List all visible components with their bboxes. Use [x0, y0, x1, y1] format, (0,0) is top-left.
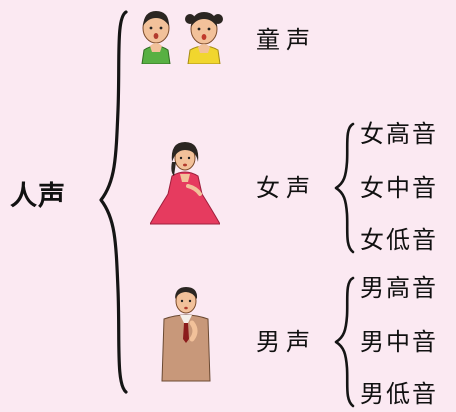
male-singer-icon — [161, 287, 211, 382]
category-label-male: 男声 — [256, 328, 316, 356]
children-singing-icon — [141, 11, 223, 64]
subtype-female-soprano: 女高音 — [360, 120, 438, 148]
subtype-female-mezzo: 女中音 — [360, 174, 438, 202]
subtype-female-alto: 女低音 — [360, 226, 438, 254]
subtype-male-tenor: 男高音 — [360, 274, 438, 302]
male-brace — [334, 276, 355, 408]
female-singer-icon — [150, 142, 220, 225]
subtype-male-bass: 男低音 — [360, 380, 438, 408]
main-brace — [99, 10, 128, 394]
subtype-male-baritone: 男中音 — [360, 328, 438, 356]
girl-figure — [185, 12, 223, 64]
female-brace — [334, 122, 355, 254]
root-label-voice: 人声 — [10, 181, 66, 212]
boy-figure — [141, 11, 171, 64]
category-label-child: 童声 — [256, 26, 316, 54]
category-label-female: 女声 — [256, 174, 316, 202]
